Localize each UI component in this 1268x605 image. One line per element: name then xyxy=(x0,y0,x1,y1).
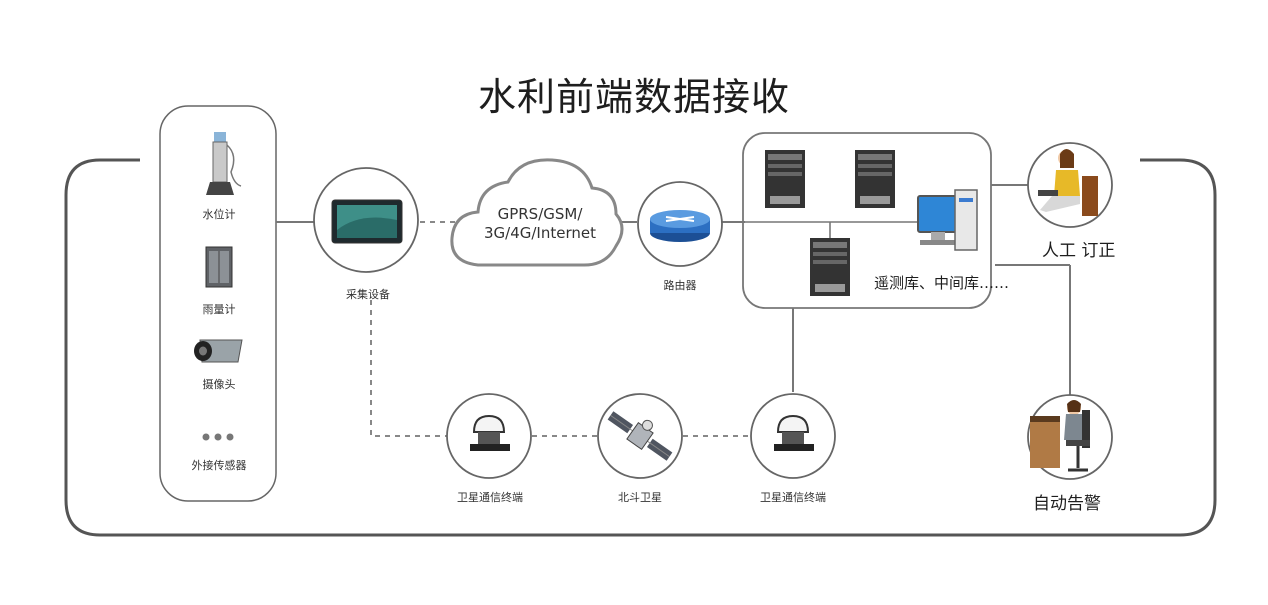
cloud-label: GPRS/GSM/ 3G/4G/Internet xyxy=(470,205,610,243)
server-icon xyxy=(855,150,895,208)
satellite-dish-icon xyxy=(776,414,810,433)
server-icon xyxy=(765,150,805,208)
satellite-terminal-left-label: 卫星通信终端 xyxy=(457,491,523,504)
camera-label: 摄像头 xyxy=(202,378,236,391)
outer-frame xyxy=(64,158,1217,537)
collector-label: 采集设备 xyxy=(346,288,390,301)
person-seated-icon xyxy=(1038,149,1098,216)
cloud-line-1: GPRS/GSM/ xyxy=(497,205,583,223)
satellite-terminal-left-node xyxy=(446,393,532,479)
page-title: 水利前端数据接收 xyxy=(477,75,790,119)
camera-icon xyxy=(194,339,243,363)
auto-alarm-node xyxy=(1027,394,1113,480)
satellite-dish-icon xyxy=(472,414,506,433)
external-sensor-label: 外接传感器 xyxy=(191,459,247,472)
database-label: 遥测库、中间库…… xyxy=(874,274,1010,292)
cloud-line-2: 3G/4G/Internet xyxy=(483,224,596,242)
satellite-terminal-right-node xyxy=(750,393,836,479)
collector-node xyxy=(313,167,419,273)
beidou-satellite-icon xyxy=(607,411,673,461)
auto-alarm-label: 自动告警 xyxy=(1033,494,1101,514)
manual-correction-label: 人工 订正 xyxy=(1042,241,1116,261)
more-sensors-dots-icon xyxy=(202,433,234,441)
rain-gauge-label: 雨量计 xyxy=(202,303,236,316)
router-node xyxy=(637,181,723,267)
beidou-satellite-node xyxy=(597,393,683,479)
rain-gauge-icon xyxy=(205,246,233,288)
beidou-satellite-label: 北斗卫星 xyxy=(618,491,662,504)
manual-correction-node xyxy=(1027,142,1113,228)
satellite-terminal-right-label: 卫星通信终端 xyxy=(760,491,826,504)
sensor-panel xyxy=(159,105,277,502)
workstation-icon xyxy=(917,189,978,251)
server-icon xyxy=(810,238,850,296)
water-level-gauge-icon xyxy=(206,132,242,195)
water-level-label: 水位计 xyxy=(202,208,236,221)
router-label: 路由器 xyxy=(663,279,697,292)
cloud-icon xyxy=(450,158,624,267)
link-collector-satleft xyxy=(370,300,447,437)
person-at-desk-icon xyxy=(1030,400,1090,472)
